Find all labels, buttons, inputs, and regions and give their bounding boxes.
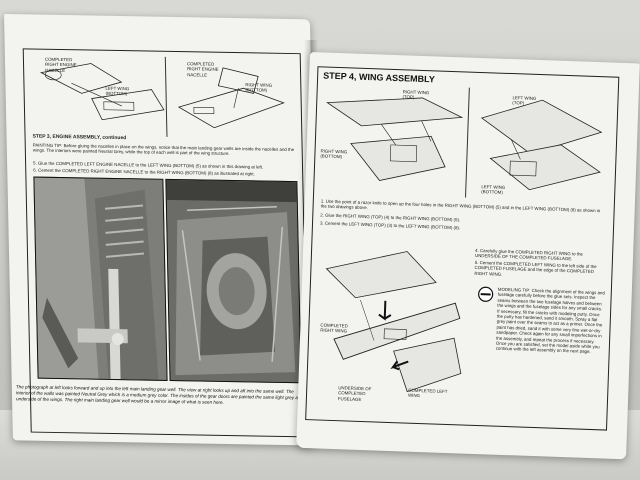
right-wing-drawing	[326, 97, 464, 181]
nacelle-drawing-left	[39, 63, 165, 121]
callout-left-wing-top: LEFT WING (TOP)	[512, 95, 537, 106]
callout-2: LEFT WING (BOTTOM)	[105, 85, 130, 97]
callout-3: COMPLETED RIGHT ENGINE NACELLE	[186, 61, 219, 78]
right-page: STEP 4, WING ASSEMBLY RIGHT WING (TOP) R…	[296, 52, 640, 460]
modeling-tip: MODELING TIP: Check the alignment of the…	[495, 286, 605, 355]
left-page: COMPLETED RIGHT ENGINE NACELLE LEFT WING…	[4, 14, 319, 446]
callout-completed-right-wing: COMPLETED RIGHT WING	[320, 322, 348, 334]
modeling-tip-icon	[478, 286, 494, 302]
wing-fuselage-drawing	[325, 251, 462, 393]
callout-right-wing-top: RIGHT WING (TOP)	[402, 89, 430, 101]
landing-gear-photo-left	[33, 176, 168, 381]
left-wing-drawing	[480, 99, 603, 191]
callout-left-wing-bottom: LEFT WING (BOTTOM)	[481, 184, 506, 196]
callout-4: RIGHT WING (BOTTOM)	[245, 82, 273, 94]
callout-underside-fuselage: UNDERSIDE OF COMPLETED FUSELAGE	[337, 385, 372, 402]
landing-gear-photo-right	[165, 178, 302, 384]
callout-completed-left-wing: COMPLETED LEFT WING	[407, 387, 448, 399]
callout-right-wing-bottom: RIGHT WING (BOTTOM)	[320, 148, 348, 160]
nacelle-drawing-right	[177, 67, 285, 129]
callout-1: COMPLETED RIGHT ENGINE NACELLE	[44, 56, 77, 73]
